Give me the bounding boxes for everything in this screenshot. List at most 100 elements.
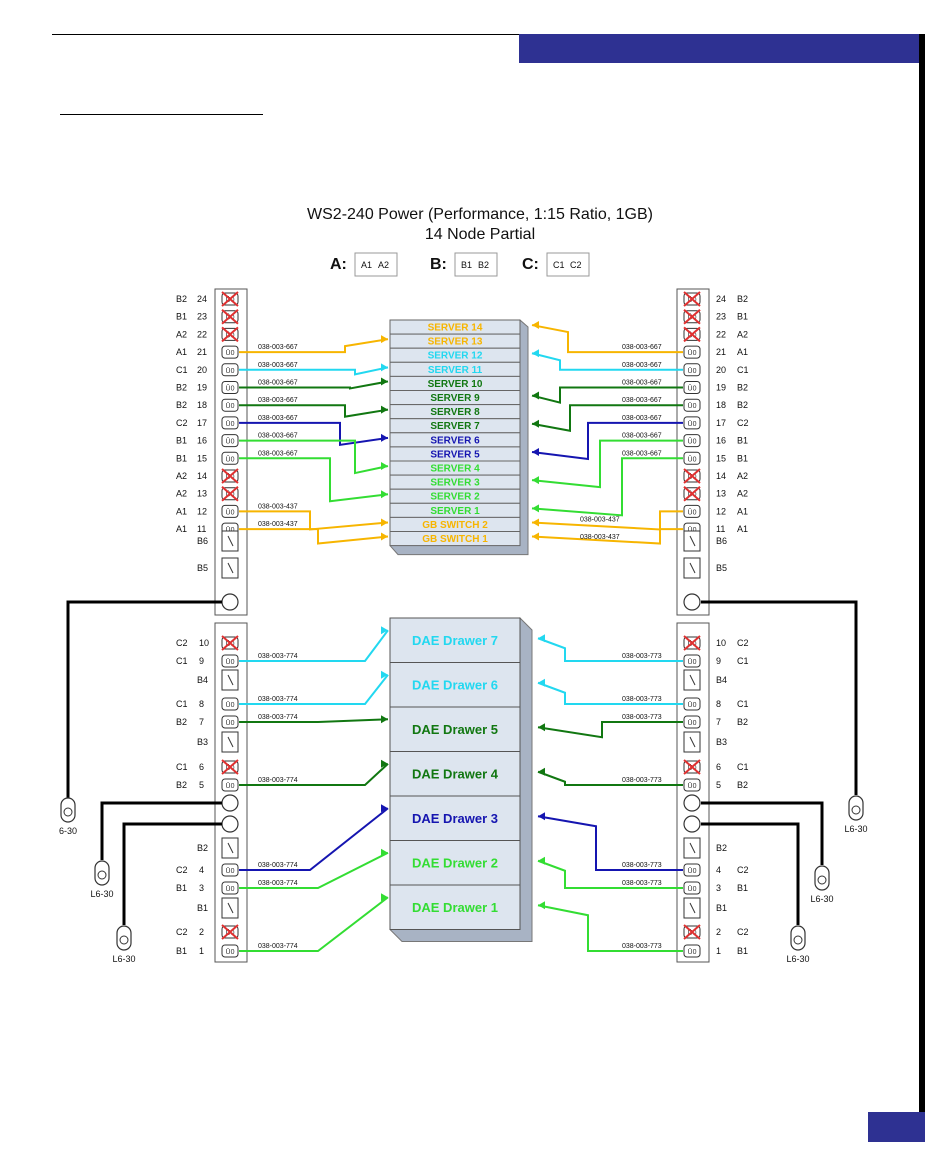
cable-part-number: 038-003-773: [622, 696, 662, 703]
plug-icon: [814, 865, 830, 891]
arrowhead: [381, 804, 388, 813]
pdu-outlet-number: 6: [716, 762, 721, 772]
outlet-glyph: Ū0: [226, 948, 235, 956]
outlet-icon: [683, 944, 701, 958]
cable-part-number: 038-003-667: [622, 362, 662, 369]
breaker-label: B6: [197, 536, 208, 546]
outlet-icon: [683, 863, 701, 877]
pdu-phase-label: C1: [737, 699, 749, 709]
cable-part-number: 038-003-667: [622, 344, 662, 351]
power-wire: [537, 815, 683, 871]
power-wire: [239, 457, 389, 503]
pdu-phase-label: C2: [737, 927, 749, 937]
arrowhead: [532, 532, 539, 541]
unused-mark: [683, 924, 701, 940]
feed-cable: [701, 822, 800, 925]
server-label: SERVER 8: [430, 407, 480, 418]
outlet-glyph: Ū0: [688, 526, 697, 534]
breaker-label: B1: [197, 903, 208, 913]
outlet-glyph: Ū0: [226, 867, 235, 875]
plug-label: L6-30: [90, 889, 113, 899]
pdu-phase-label: C2: [176, 638, 188, 648]
breaker-lever: [227, 535, 234, 547]
diagram-subtitle: 14 Node Partial: [425, 226, 535, 243]
pdu-phase-label: B2: [176, 780, 187, 790]
pdu-outlet-number: 7: [199, 717, 204, 727]
feed-cable: [66, 600, 222, 798]
arrowhead: [538, 812, 545, 821]
arrowhead: [538, 678, 545, 687]
cable-part-number: 038-003-667: [258, 450, 298, 457]
pdu-phase-label: C1: [176, 699, 188, 709]
arrowhead: [532, 419, 539, 428]
arrowhead: [538, 856, 545, 865]
unused-mark: [683, 291, 701, 307]
power-wire: [531, 352, 683, 371]
pdu-phase-label: B2: [737, 400, 748, 410]
pdu-outlet-number: 2: [199, 927, 204, 937]
cable-part-number: 038-003-667: [258, 415, 298, 422]
power-inlet-icon: [221, 815, 239, 833]
legend-phase-2: B2: [478, 260, 489, 270]
plug-label: L6-30: [786, 954, 809, 964]
legend-phase-1: B1: [461, 260, 472, 270]
pdu-outlet-number: 21: [197, 347, 207, 357]
section-heading-rule: [60, 114, 263, 115]
outlet-glyph: Ū0: [688, 508, 697, 516]
outlet-glyph: Ū0: [226, 367, 235, 375]
pdu-outlet-number: 2: [716, 927, 721, 937]
arrowhead: [381, 670, 388, 679]
pdu-outlet-number: 22: [716, 329, 726, 339]
plug-face: [793, 935, 803, 945]
pdu-phase-label: B1: [176, 946, 187, 956]
arrowhead: [381, 715, 388, 724]
pdu-outlet-number: 7: [716, 717, 721, 727]
power-wire: [239, 674, 389, 705]
pdu-phase-label: A1: [737, 524, 748, 534]
pdu-outlet-number: 17: [716, 418, 726, 428]
pdu-outlet-number: 16: [716, 436, 726, 446]
power-wire: [239, 528, 389, 545]
right-border: [919, 34, 925, 1142]
power-wire: [239, 404, 389, 418]
cable-part-number: 038-003-773: [622, 943, 662, 950]
pdu-outlet-number: 18: [197, 400, 207, 410]
pdu-outlet-number: 24: [716, 294, 726, 304]
feed-cable: [701, 600, 858, 795]
pdu-phase-label: C1: [737, 656, 749, 666]
cable-part-number: 038-003-774: [258, 696, 298, 703]
power-wire: [239, 338, 389, 354]
pdu-outlet-number: 10: [716, 638, 726, 648]
pdu-outlet-number: 4: [199, 865, 204, 875]
power-inlet-icon: [221, 794, 239, 812]
pdu-phase-label: B1: [176, 883, 187, 893]
outlet-glyph: Ū0: [688, 385, 697, 393]
arrowhead: [538, 901, 545, 910]
pdu-phase-label: B2: [737, 294, 748, 304]
pdu-phase-label: C2: [737, 865, 749, 875]
outlet-icon: [221, 345, 239, 359]
server-label: SERVER 12: [428, 351, 483, 362]
pdu-outlet-number: 13: [716, 489, 726, 499]
power-wire: [239, 851, 389, 889]
outlet-icon: [221, 715, 239, 729]
pdu-outlet-number: 4: [716, 865, 721, 875]
dae-drawer-label: DAE Drawer 7: [412, 633, 498, 648]
power-wire: [239, 366, 389, 376]
top-rule: [52, 34, 524, 35]
outlet-icon: [683, 504, 701, 518]
power-wire: [531, 404, 683, 432]
breaker-lever: [227, 674, 234, 686]
plug-label: L6-30: [112, 954, 135, 964]
server-label: SERVER 9: [430, 393, 480, 404]
outlet-glyph: Ū0: [226, 782, 235, 790]
breaker-lever: [689, 674, 696, 686]
pdu-outlet-number: 21: [716, 347, 726, 357]
outlet-glyph: Ū0: [688, 367, 697, 375]
power-inlet-icon: [221, 593, 239, 611]
pdu-outlet-number: 23: [197, 312, 207, 322]
feed-cable: [100, 801, 222, 860]
pdu-outlet-number: 16: [197, 436, 207, 446]
plug-label: L6-30: [810, 894, 833, 904]
outlet-icon: [683, 697, 701, 711]
